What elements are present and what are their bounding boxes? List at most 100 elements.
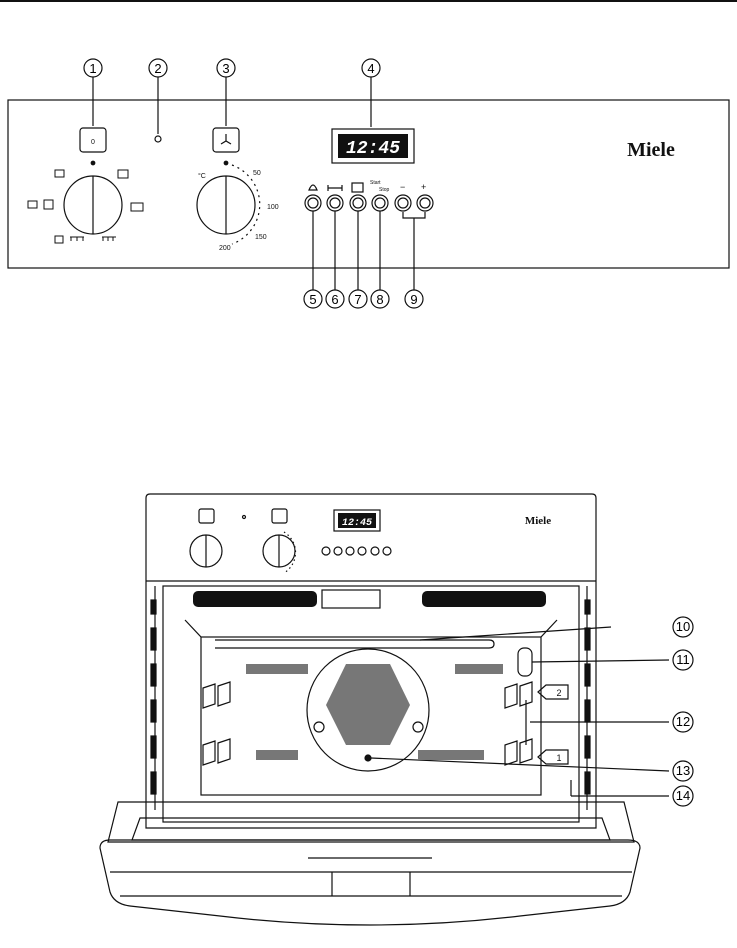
sensor-minus-outer: [394, 194, 412, 212]
sensor-8-inner: [374, 197, 386, 209]
cavity-frame: [162, 585, 580, 823]
callout-13-circle: [672, 760, 694, 782]
bottom-callout-circles: [672, 616, 694, 807]
mini-sensor-5: [370, 546, 380, 556]
callout-11: 11: [676, 652, 690, 667]
perforation-patches: [246, 664, 503, 760]
left-runner-upper: [202, 681, 231, 709]
oven-front-view: [99, 493, 670, 926]
callout-10-circle: [672, 616, 694, 638]
mini-on-off-button: [198, 508, 215, 524]
vent-left: [193, 591, 317, 607]
vent-right: [422, 591, 546, 607]
grill-icon: [70, 236, 84, 241]
callout-7-circle: [348, 289, 368, 309]
function-selector-marker: [90, 160, 96, 166]
fan-icon: [220, 134, 232, 145]
temperature-dial-marker: [223, 160, 229, 166]
mini-temp-arc: [283, 531, 297, 574]
callout-9: 9: [410, 292, 417, 307]
control-panel-detail: [7, 58, 730, 309]
function-symbols: [27, 169, 144, 244]
sensor-plus-inner: [419, 197, 431, 209]
callout-14-circle: [672, 785, 694, 807]
perforation-bl: [256, 750, 298, 760]
sensor-6-outer: [326, 194, 344, 212]
right-runner-upper: [504, 681, 533, 709]
plus-minus-bracket: [402, 212, 426, 219]
time-display-value: 12:45: [346, 139, 400, 159]
fan-cover-screw: [364, 754, 372, 762]
top-vents: [193, 591, 546, 607]
door-lock: [321, 589, 381, 609]
callout-12: 12: [676, 714, 690, 729]
door-inner-frame: [107, 801, 635, 843]
mini-display-frame: [333, 509, 381, 532]
minus-label: −: [400, 182, 405, 192]
mini-time-value: 12:45: [342, 518, 372, 529]
callout-7: 7: [354, 292, 361, 307]
plus-label: +: [421, 182, 426, 192]
callout-13-leader: [370, 757, 670, 772]
temp-scale-100: 100: [267, 204, 279, 211]
callout-6: 6: [331, 292, 338, 307]
door-handle-panel: [99, 839, 641, 926]
temperature-unit: °C: [198, 172, 206, 180]
fan-fixing-left: [313, 721, 325, 733]
sensor-7-outer: [349, 194, 367, 212]
fan-button: [212, 127, 240, 153]
probe-socket: [517, 647, 533, 677]
callout-12-circle: [672, 711, 694, 733]
on-off-glyph: 0: [91, 139, 95, 146]
callout-5: 5: [309, 292, 316, 307]
fan-cover: [306, 648, 430, 772]
cavity-depth-tl: [184, 619, 202, 638]
temperature-scale-arc: [231, 164, 261, 245]
callout-14: 14: [676, 788, 690, 803]
timer-bell-icon: [308, 184, 318, 191]
sensor-5-inner: [307, 197, 319, 209]
time-display-screen: [338, 134, 408, 158]
sensor-7-inner: [352, 197, 364, 209]
temp-scale-150: 150: [255, 234, 267, 241]
cavity-depth-tr: [540, 619, 558, 638]
control-panel-outline: [7, 99, 730, 269]
bottom-heat-icon: [130, 202, 144, 212]
callout-10-leader: [419, 626, 612, 641]
level-1-tag: [537, 749, 569, 765]
start-label: Start: [370, 180, 381, 186]
mini-sensor-3: [345, 546, 355, 556]
mini-fan-button: [271, 508, 288, 524]
callout-3: 3: [222, 61, 229, 76]
display-frame: [331, 128, 415, 164]
level-1-label: 1: [556, 753, 561, 763]
fan-perforation: [326, 664, 410, 745]
grill-combo-icon: [54, 235, 64, 244]
top-rule: [0, 0, 737, 2]
mini-indicator-lamp: [241, 514, 247, 520]
perforation-br: [418, 750, 484, 760]
top-heat-icon: [102, 236, 116, 241]
callout-4: 4: [367, 61, 374, 76]
sensor-minus-inner: [397, 197, 409, 209]
left-runner-lower: [202, 738, 231, 766]
mini-time-screen: [338, 513, 376, 528]
grill-element: [215, 639, 495, 649]
door-glass: [131, 817, 611, 841]
perforation-tr: [455, 664, 503, 674]
oven-housing: [145, 493, 597, 829]
sensor-plus-outer: [416, 194, 434, 212]
defrost-icon: [43, 199, 54, 210]
callout-2: 2: [154, 61, 161, 76]
combi-icon-left: [27, 200, 38, 209]
callout-5-circle: [303, 289, 323, 309]
fan-fixing-right: [412, 721, 424, 733]
mini-brand-logo: Miele: [525, 515, 551, 527]
end-time-icon: [351, 182, 364, 193]
callout-8: 8: [376, 292, 383, 307]
callout-13: 13: [676, 763, 690, 778]
mini-sensor-4: [357, 546, 367, 556]
sensor-8-outer: [371, 194, 389, 212]
callout-11-circle: [672, 649, 694, 671]
